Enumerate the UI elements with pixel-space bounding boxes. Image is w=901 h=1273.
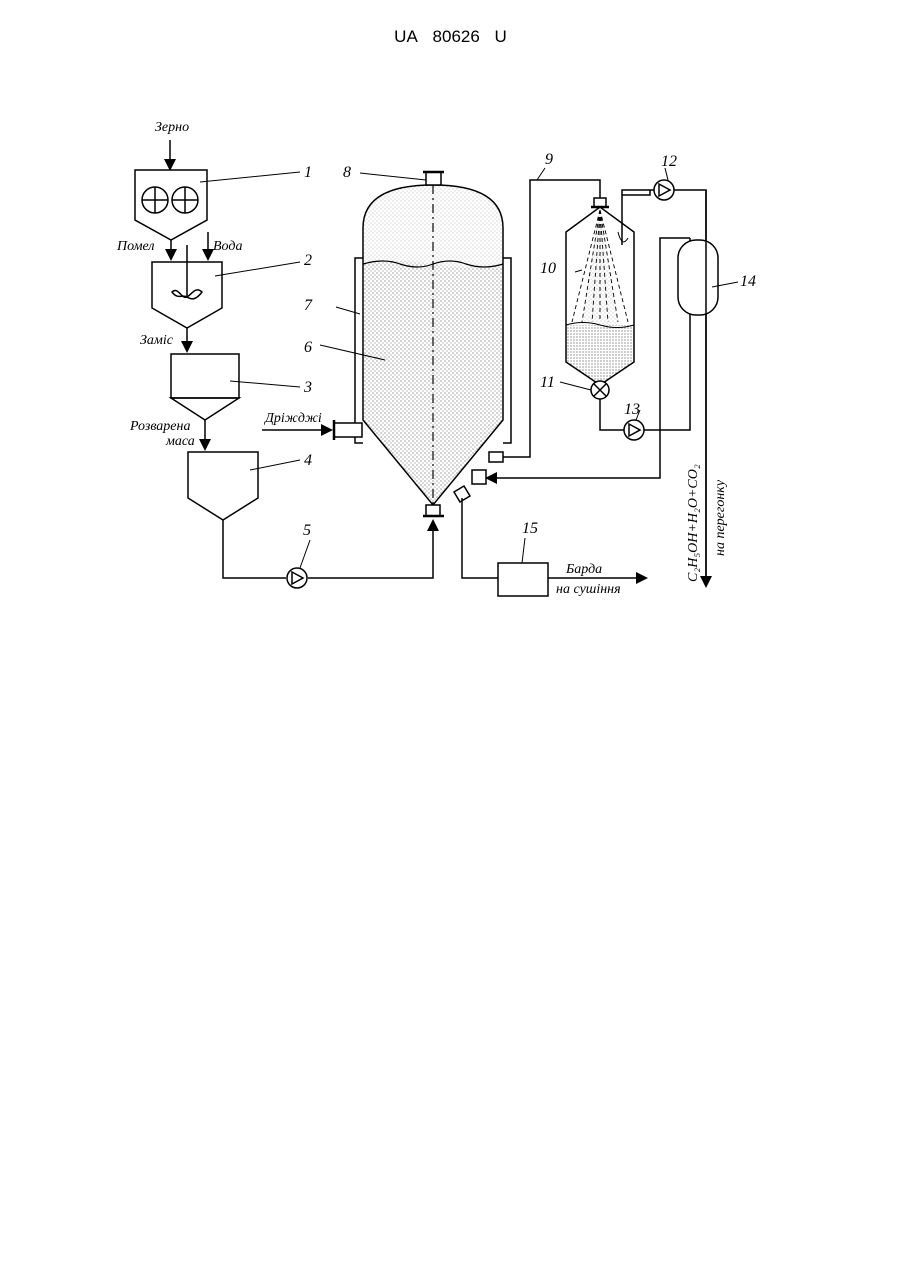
- number-9: 9: [545, 151, 553, 168]
- number-11: 11: [540, 374, 555, 391]
- label-grain: Зерно: [155, 120, 189, 135]
- number-12: 12: [661, 153, 677, 170]
- label-yeast: Дріжджі: [263, 411, 322, 426]
- pipe-4-to-5: [223, 520, 286, 578]
- separator-10: [566, 190, 650, 385]
- label-cooked-mass-1: Розварена: [129, 419, 190, 434]
- number-6: 6: [304, 339, 312, 356]
- leader-7: [336, 307, 360, 314]
- unit-14-condenser: [678, 240, 718, 315]
- number-8: 8: [343, 164, 351, 181]
- unit-2-mixer: [152, 245, 222, 328]
- number-13: 13: [624, 401, 640, 418]
- valve-11: [591, 381, 609, 399]
- pump-12: [654, 180, 674, 200]
- label-water: Вода: [213, 239, 242, 254]
- label-cooked-mass-2: маса: [165, 434, 195, 449]
- leader-2: [215, 262, 300, 276]
- leader-11: [560, 382, 591, 390]
- leader-15: [522, 538, 525, 563]
- label-to-distillation: на перегонку: [713, 479, 728, 556]
- leader-8: [360, 173, 426, 180]
- pipe-11-to-13: [600, 399, 624, 430]
- label-stillage: Барда: [565, 562, 602, 577]
- label-product: C₂H₅OH+H₂O+CO₂: [686, 464, 701, 582]
- leader-3: [230, 381, 300, 387]
- fermenter-6: [363, 172, 503, 516]
- number-4: 4: [304, 452, 312, 469]
- unit-3-cooker: [171, 354, 239, 420]
- number-15: 15: [522, 520, 538, 537]
- number-5: 5: [303, 522, 311, 539]
- unit-1-grinder: [135, 170, 207, 240]
- unit-4-hopper: [188, 452, 258, 520]
- unit-15-dryer: [498, 563, 548, 596]
- leader-5: [300, 540, 310, 568]
- number-10: 10: [540, 260, 556, 277]
- leader-1: [200, 172, 300, 182]
- pump-5: [287, 568, 307, 588]
- label-mix: Заміс: [140, 333, 174, 348]
- number-3: 3: [303, 379, 312, 396]
- stillage-pipe: [462, 498, 498, 578]
- number-1: 1: [304, 164, 312, 181]
- pump-13: [624, 420, 644, 440]
- label-to-drying: на сушіння: [556, 582, 621, 597]
- pipe-5-to-fermenter: [308, 522, 433, 578]
- number-2: 2: [304, 252, 312, 269]
- return-nozzle: [472, 470, 486, 484]
- number-14: 14: [740, 273, 756, 290]
- leader-9: [537, 168, 545, 180]
- yeast-nozzle: [334, 423, 362, 437]
- number-7: 7: [304, 297, 313, 314]
- label-ground: Помел: [116, 239, 154, 254]
